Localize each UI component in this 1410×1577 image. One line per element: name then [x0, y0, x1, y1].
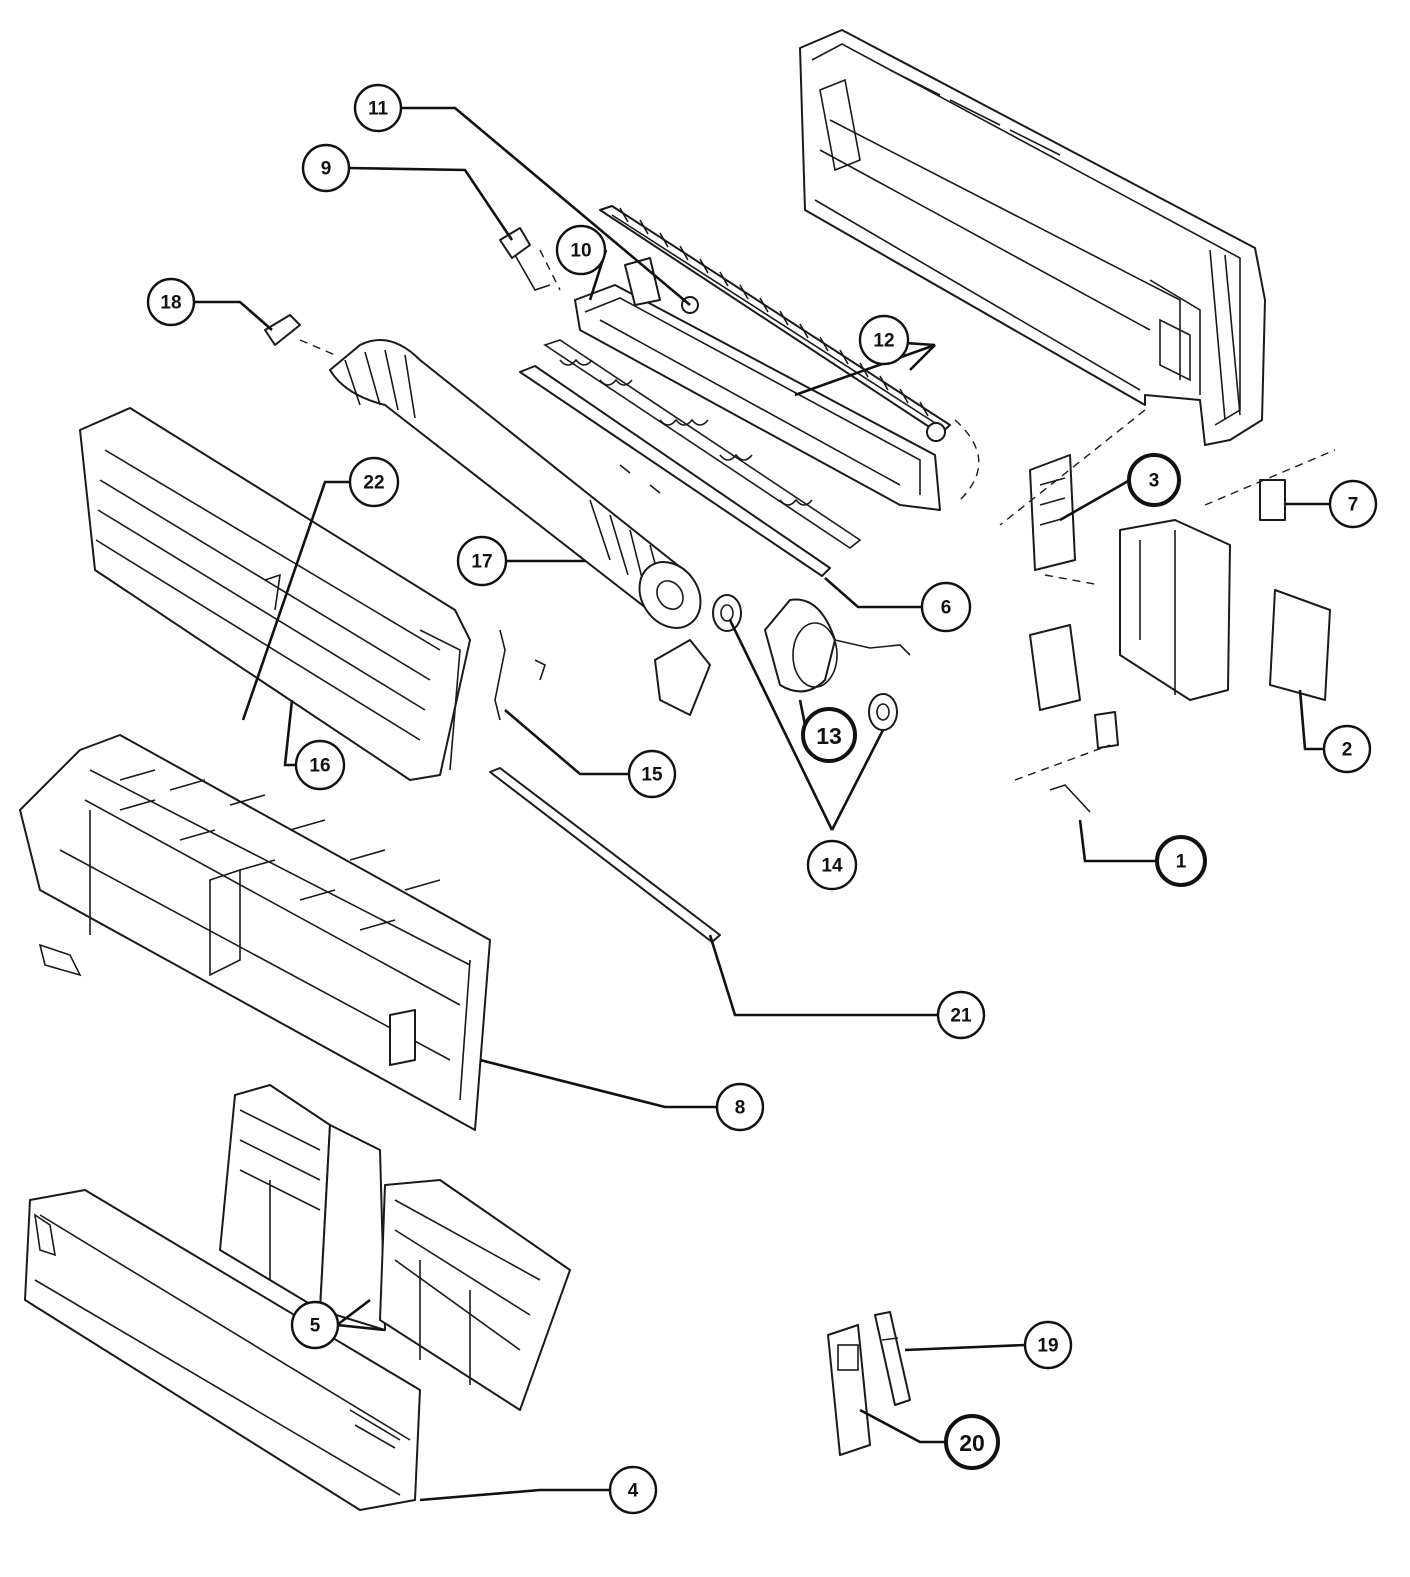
assembly-guide-lines	[299, 249, 1336, 781]
svg-text:10: 10	[570, 241, 591, 262]
svg-text:22: 22	[363, 473, 384, 494]
fan-motor-part	[764, 598, 911, 693]
svg-text:21: 21	[950, 1006, 972, 1027]
svg-text:2: 2	[1342, 740, 1353, 761]
motor-cushion-part	[712, 594, 898, 731]
callout-20: 20	[944, 1414, 1000, 1470]
swing-motor-part	[499, 227, 551, 291]
callout-10: 10	[555, 224, 607, 276]
horizontal-vane-part	[489, 767, 721, 943]
svg-text:20: 20	[959, 1430, 985, 1456]
evaporator-part	[79, 407, 471, 781]
svg-text:3: 3	[1149, 471, 1160, 492]
callout-13: 13	[801, 707, 857, 763]
svg-text:18: 18	[160, 293, 181, 314]
svg-text:12: 12	[873, 331, 894, 352]
callout-12: 12	[858, 314, 910, 366]
callout-8: 8	[715, 1082, 765, 1132]
callout-9: 9	[301, 143, 351, 193]
intake-grille-part	[24, 1189, 421, 1511]
callout-5: 5	[290, 1300, 340, 1350]
svg-text:6: 6	[941, 598, 952, 619]
callout-22: 22	[348, 456, 400, 508]
callout-1: 1	[1155, 835, 1207, 887]
callout-21: 21	[936, 990, 986, 1040]
callout-3: 3	[1127, 453, 1181, 507]
callout-14: 14	[806, 839, 858, 891]
control-box-part	[1029, 454, 1331, 813]
callout-17: 17	[456, 535, 508, 587]
callout-7: 7	[1328, 479, 1378, 529]
callout-6: 6	[920, 581, 972, 633]
remote-controller-part	[827, 1311, 911, 1456]
bearing-holder-part	[264, 314, 301, 346]
louver-shaft-part	[599, 205, 951, 442]
svg-text:13: 13	[816, 723, 842, 749]
svg-text:9: 9	[321, 159, 332, 180]
callout-18: 18	[146, 277, 196, 327]
svg-text:17: 17	[471, 552, 492, 573]
callout-11: 11	[353, 83, 403, 133]
svg-text:8: 8	[735, 1098, 746, 1119]
motor-clamp-part	[654, 639, 711, 716]
front-panel-part	[19, 734, 491, 1131]
air-filter-part	[219, 1084, 571, 1411]
drain-pan-part	[574, 257, 941, 511]
callout-2: 2	[1322, 724, 1372, 774]
callout-16: 16	[294, 739, 346, 791]
svg-text:5: 5	[310, 1316, 321, 1337]
rear-chassis-part	[799, 29, 1266, 446]
cross-flow-fan-part	[329, 339, 702, 629]
svg-text:16: 16	[309, 756, 330, 777]
callout-4: 4	[608, 1465, 658, 1515]
thermistor-part	[494, 629, 546, 721]
callout-15: 15	[627, 749, 677, 799]
svg-text:11: 11	[368, 99, 389, 120]
svg-text:7: 7	[1348, 495, 1359, 516]
svg-text:1: 1	[1176, 852, 1187, 873]
svg-text:15: 15	[641, 765, 663, 786]
svg-text:19: 19	[1037, 1336, 1058, 1357]
svg-text:4: 4	[628, 1481, 639, 1502]
svg-text:14: 14	[821, 856, 843, 877]
callout-19: 19	[1023, 1320, 1073, 1370]
louver-assembly-part	[519, 339, 862, 577]
